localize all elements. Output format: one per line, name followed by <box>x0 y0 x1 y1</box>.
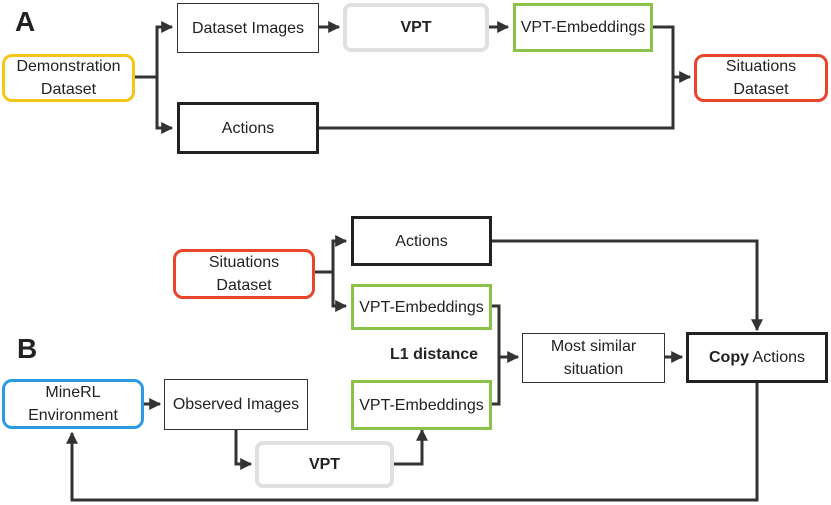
vpt-label-a: VPT <box>400 19 432 36</box>
vpt-embeddings-node-a: VPT-Embeddings <box>513 3 653 52</box>
dataset-images-label: Dataset Images <box>191 19 305 37</box>
observed-images-node: Observed Images <box>164 379 308 430</box>
copy-actions-node: Copy Actions <box>686 332 828 383</box>
actions-label-a: Actions <box>221 119 275 137</box>
most-similar-situation-label: Most similar situation <box>550 338 637 378</box>
minerl-environment-label: MineRL Environment <box>28 384 118 424</box>
panel-a-label: A <box>15 6 36 37</box>
arrow-demo-to-actions <box>155 77 174 134</box>
vpt-embeddings-node-b-top: VPT-Embeddings <box>351 284 492 330</box>
vpt-label-b: VPT <box>308 456 341 473</box>
vpt-embeddings-node-b-bottom: VPT-Embeddings <box>351 380 492 430</box>
vpt-embeddings-label-a: VPT-Embeddings <box>520 19 646 36</box>
arrow-demo-to-images <box>133 21 174 79</box>
vpt-node-b: VPT <box>255 441 394 488</box>
vpt-embeddings-label-b-bottom: VPT-Embeddings <box>359 396 484 414</box>
arrow-actions-to-situations <box>318 77 675 130</box>
arrow-observed-to-vpt <box>234 429 253 470</box>
demonstration-dataset-node: Demonstration Dataset <box>2 54 135 102</box>
situations-dataset-node-b: Situations Dataset <box>173 249 315 299</box>
minerl-environment-node: MineRL Environment <box>2 379 144 429</box>
copy-actions-label: Copy Actions <box>709 346 805 369</box>
actions-label-b: Actions <box>395 232 448 250</box>
actions-node-b: Actions <box>351 216 492 266</box>
arrow-situations-to-actions <box>314 235 348 274</box>
arrow-embeddings-to-situations <box>652 25 692 83</box>
copy-rest-label: Actions <box>748 349 806 366</box>
situations-dataset-label-b: Situations Dataset <box>208 254 280 294</box>
arrow-actions-to-copy <box>491 239 763 332</box>
vpt-node-a: VPT <box>343 3 489 52</box>
situations-dataset-node-a: Situations Dataset <box>694 54 828 102</box>
demonstration-dataset-label: Demonstration Dataset <box>16 58 121 98</box>
l1-distance-label: L1 distance <box>390 346 479 363</box>
actions-node-a: Actions <box>177 102 319 154</box>
panel-b-label: B <box>17 333 38 364</box>
arrow-vpt-to-embeddings-b <box>393 428 428 466</box>
observed-images-label: Observed Images <box>172 396 300 413</box>
arrow-copy-to-minerl <box>66 383 759 502</box>
copy-bold-label: Copy <box>708 349 749 366</box>
most-similar-situation-node: Most similar situation <box>522 333 665 383</box>
vpt-embeddings-label-b-top: VPT-Embeddings <box>359 298 484 316</box>
dataset-images-node: Dataset Images <box>177 3 319 53</box>
bracket-embeddings-to-similar <box>491 304 501 406</box>
arrow-situations-to-embeddings <box>331 272 348 312</box>
situations-dataset-label-a: Situations Dataset <box>725 58 797 98</box>
